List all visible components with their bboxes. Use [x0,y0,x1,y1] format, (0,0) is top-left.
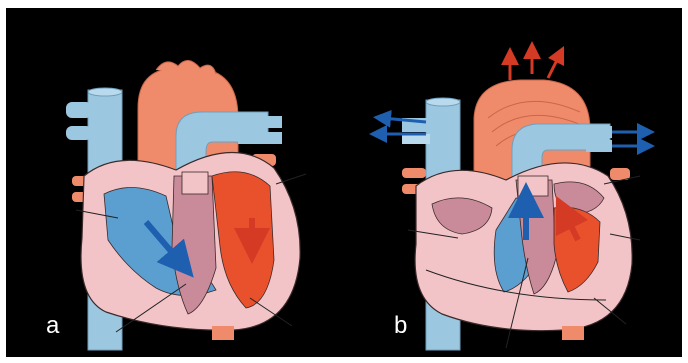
figure-frame: a b [6,8,682,357]
heart-diagram [6,8,682,357]
heart-a [66,60,306,350]
panel-label-b: b [394,314,407,338]
outflow-arrow-red-3 [548,54,560,78]
heart-b [378,50,646,350]
panel-label-a: a [46,314,59,338]
